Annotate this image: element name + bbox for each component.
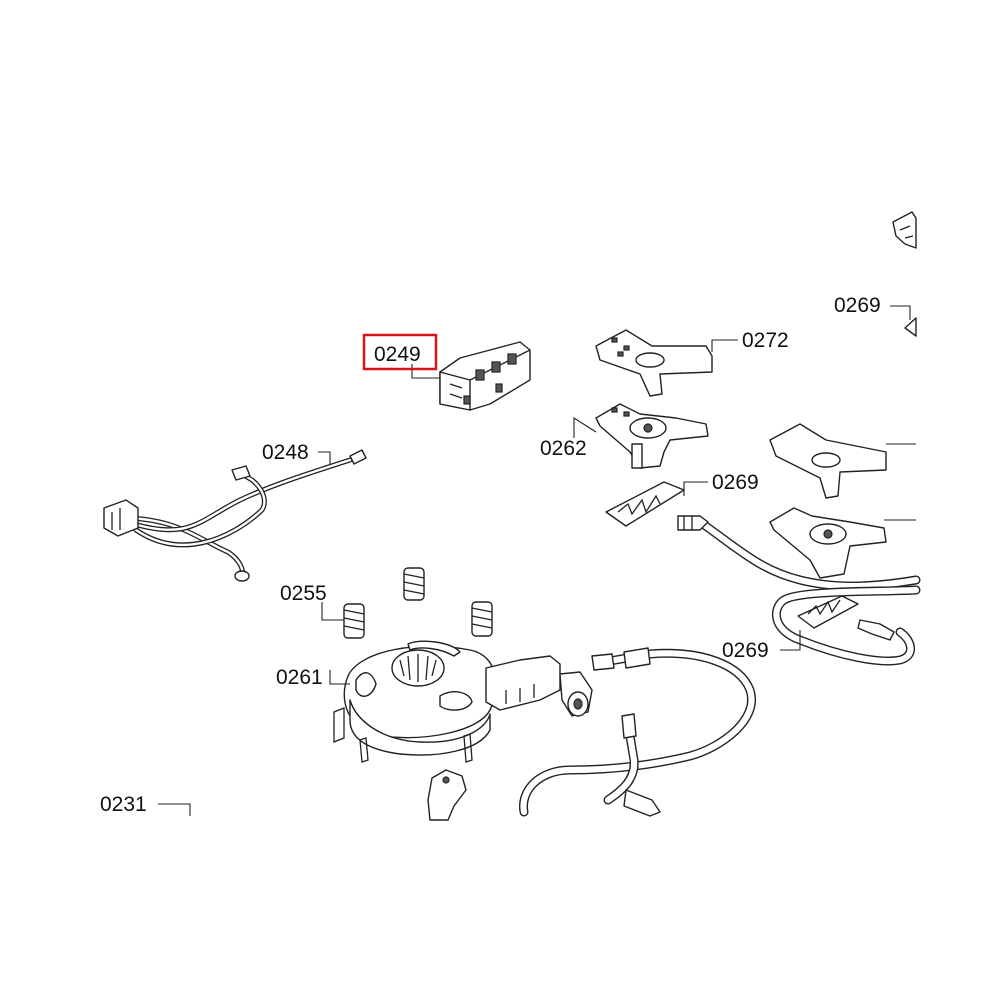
callout-0255[interactable]: 0255	[280, 582, 327, 605]
partial-part-top-right	[892, 211, 917, 249]
part-0269-clip-plate-mid[interactable]	[605, 481, 685, 527]
callout-0262[interactable]: 0262	[540, 437, 587, 460]
part-0269-clip-plate-low[interactable]	[797, 595, 859, 629]
part-0248-wiring-harness[interactable]	[103, 449, 367, 582]
part-0255-springs[interactable]	[343, 567, 493, 639]
partial-part-right-upper	[904, 317, 917, 337]
part-0262-injector-holder[interactable]	[595, 403, 709, 469]
callout-0269-mid[interactable]: 0269	[712, 471, 759, 494]
partial-bracket-bottom	[427, 769, 467, 821]
part-0261-burner-base[interactable]	[333, 640, 593, 763]
highlight-box-0249	[362, 333, 438, 371]
leader-0269-top	[890, 305, 911, 320]
callout-0269-low[interactable]: 0269	[722, 639, 769, 662]
leader-0261	[329, 670, 350, 685]
part-0249-connector-block[interactable]	[439, 341, 531, 411]
callout-0269-top[interactable]: 0269	[834, 294, 881, 317]
leader-0272	[711, 339, 738, 352]
leader-0255	[321, 602, 344, 621]
callout-0248[interactable]: 0248	[262, 441, 309, 464]
part-0272-burner-cap[interactable]	[595, 329, 713, 397]
spring-3	[471, 601, 493, 637]
gas-pipe-center	[519, 647, 757, 817]
part-burner-cap-right[interactable]	[769, 423, 887, 499]
part-injector-holder-right[interactable]	[769, 507, 887, 579]
leader-0248	[318, 451, 331, 464]
callout-0249[interactable]: 0249	[374, 343, 421, 366]
leader-0269-mid	[683, 481, 708, 496]
callout-0261[interactable]: 0261	[276, 666, 323, 689]
leader-0262	[573, 416, 597, 438]
gas-pipe-right-upper	[677, 515, 921, 591]
leader-0231	[158, 803, 191, 816]
callout-0272[interactable]: 0272	[742, 329, 789, 352]
spring-2	[343, 603, 365, 639]
leader-0269-low	[780, 630, 801, 651]
spring-1	[403, 567, 425, 601]
callout-0231[interactable]: 0231	[100, 793, 147, 816]
